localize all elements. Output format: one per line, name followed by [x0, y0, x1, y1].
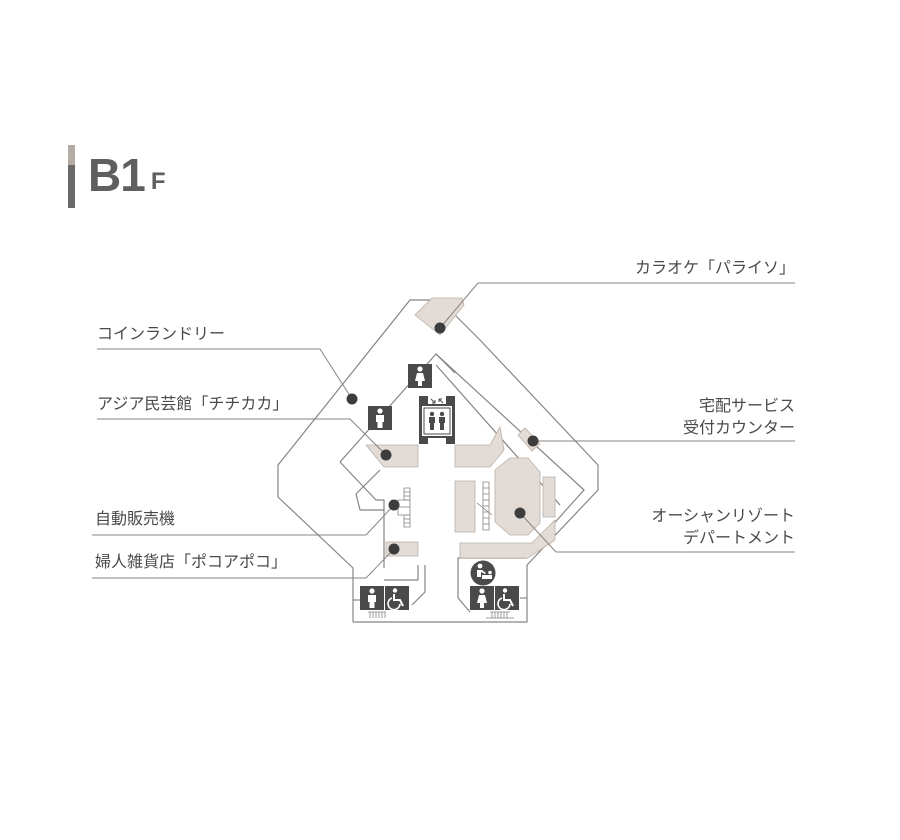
label-line: 受付カウンター	[682, 418, 795, 437]
marker-asian-folk-craft	[380, 449, 392, 461]
inner-wall	[411, 565, 426, 606]
mens-restroom-icon	[368, 406, 392, 430]
label-line: オーシャンリゾート	[651, 506, 795, 525]
leader-line-department-store	[519, 512, 795, 553]
outer-wall	[277, 299, 599, 623]
womens-restroom-icon	[470, 586, 494, 610]
label-vending-machine[interactable]: 自動販売機	[95, 509, 176, 528]
leader-line-asian-folk-craft	[97, 418, 387, 456]
stairs-right	[476, 481, 493, 531]
label-department-store[interactable]: オーシャンリゾート デパートメント	[651, 505, 795, 549]
inner-wall	[339, 461, 385, 568]
accessible-restroom-icon	[495, 586, 519, 611]
leader-line-karaoke	[439, 282, 795, 329]
label-asian-folk-craft[interactable]: アジア民芸館「チチカカ」	[97, 394, 289, 413]
inner-wall	[435, 353, 456, 374]
shop-right-strip	[542, 476, 556, 518]
inner-wall	[355, 469, 384, 511]
shop-asian-folk-craft	[365, 444, 419, 468]
label-womens-goods[interactable]: 婦人雑貨店「ポコアポコ」	[95, 552, 288, 571]
entrance-grate	[368, 611, 386, 618]
accent-bar	[68, 165, 75, 208]
marker-delivery-counter	[527, 435, 539, 447]
leader-line-vending-machine	[92, 504, 395, 536]
entrance-grate	[486, 611, 514, 619]
marker-karaoke	[434, 322, 446, 334]
label-delivery-counter[interactable]: 宅配サービス 受付カウンター	[683, 395, 795, 439]
accent-bar	[68, 145, 75, 165]
marker-vending-machine	[388, 499, 400, 511]
elevator-icon	[419, 396, 455, 444]
label-karaoke[interactable]: カラオケ「パライソ」	[634, 258, 795, 277]
shop-left-column	[454, 480, 476, 533]
baby-changing-icon	[470, 560, 496, 586]
floor-unit: F	[150, 168, 166, 195]
marker-coin-laundry	[346, 393, 358, 405]
leader-line-coin-laundry	[97, 348, 353, 400]
label-coin-laundry[interactable]: コインランドリー	[97, 324, 226, 343]
shop-central-right	[454, 425, 505, 468]
womens-restroom-icon	[408, 364, 432, 388]
marker-department-store	[514, 507, 526, 519]
mens-restroom-icon	[360, 586, 384, 610]
accessible-restroom-icon	[385, 586, 409, 611]
stairs-left	[397, 487, 411, 528]
leader-line-womens-goods	[92, 548, 395, 579]
shop-karaoke	[414, 297, 465, 336]
marker-womens-goods	[388, 543, 400, 555]
shop-lower-band	[459, 519, 556, 559]
label-line: デパートメント	[682, 528, 795, 547]
label-line: 宅配サービス	[698, 396, 795, 415]
shop-department-store	[494, 457, 541, 536]
inner-wall	[384, 565, 419, 581]
